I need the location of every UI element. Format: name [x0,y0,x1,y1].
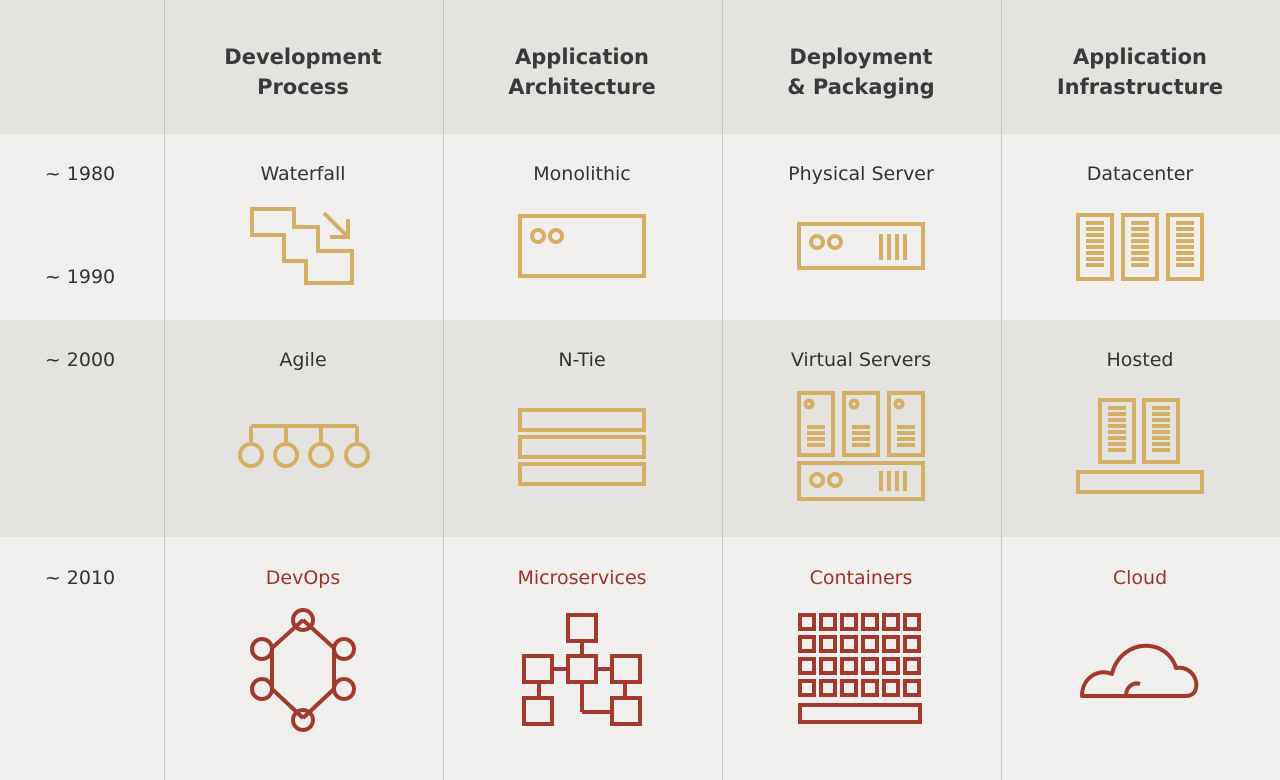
devops-icon [250,608,356,732]
microservices-icon [522,613,642,726]
physical-server-icon [797,222,925,270]
containers-icon [798,613,922,724]
waterfall-icon [250,207,354,285]
cell-label-hosted: Hosted [1106,349,1174,371]
column-header-application-architecture: Application Architecture [443,42,721,102]
cell-label-datacenter: Datacenter [1086,163,1194,185]
header-line: Development [224,45,382,69]
n-tier-icon [518,408,646,486]
row-1980-1990 [0,134,1280,320]
cloud-icon [1080,643,1199,698]
monolithic-icon [518,214,646,278]
header-line: Infrastructure [1056,75,1224,99]
column-header-development-process: Development Process [164,42,442,102]
column-header-application-infrastructure: Application Infrastructure [1001,42,1279,102]
cell-label-waterfall: Waterfall [260,163,346,185]
year-label-2010: ~ 2010 [44,567,116,589]
cell-label-physical-server: Physical Server [788,163,934,185]
header-line: & Packaging [787,75,935,99]
cell-label-agile: Agile [279,349,327,371]
header-line: Application [515,45,649,69]
year-label-1990: ~ 1990 [44,266,116,288]
cell-label-virtual-servers: Virtual Servers [790,349,932,371]
agile-icon [238,424,370,468]
header-row [0,0,1280,134]
year-label-2000: ~ 2000 [44,349,116,371]
cell-label-monolithic: Monolithic [533,163,631,185]
header-line: Application [1073,45,1207,69]
year-label-1980: ~ 1980 [44,163,116,185]
cell-label-n-tier: N-Tie [558,349,606,371]
cell-label-microservices: Microservices [517,567,647,589]
virtual-servers-icon [797,391,925,501]
column-divider [1001,0,1002,780]
header-line: Deployment [789,45,933,69]
column-divider [164,0,165,780]
cell-label-containers: Containers [809,567,913,589]
cell-label-devops: DevOps [265,567,341,589]
hosted-icon [1076,398,1204,494]
header-line: Process [257,75,349,99]
cell-label-cloud: Cloud [1112,567,1168,589]
column-divider [722,0,723,780]
column-divider [443,0,444,780]
header-line: Architecture [508,75,656,99]
column-header-deployment-packaging: Deployment & Packaging [722,42,1000,102]
datacenter-icon [1076,213,1204,281]
